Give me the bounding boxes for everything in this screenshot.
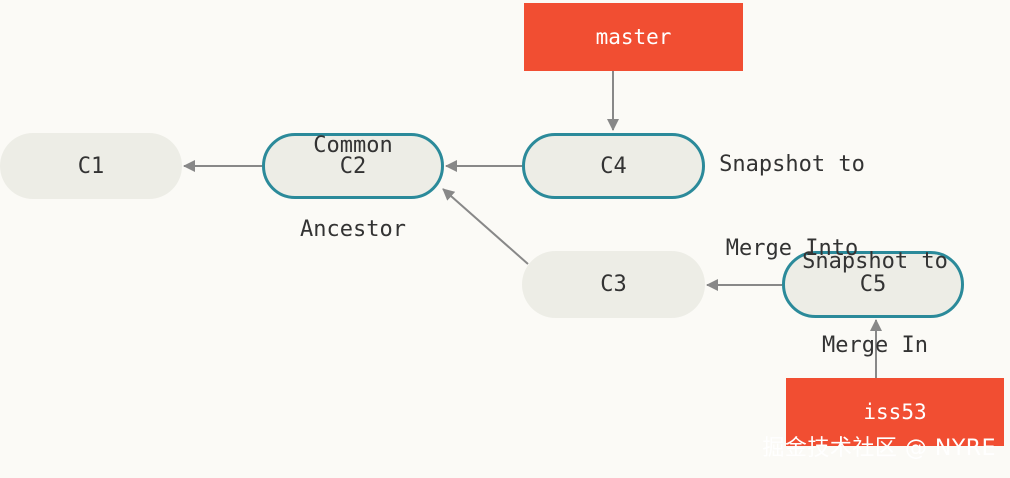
commit-c4: C4 <box>522 133 705 199</box>
branch-master: master <box>524 3 743 71</box>
branch-iss53: iss53 <box>786 378 1004 446</box>
branch-iss53-label: iss53 <box>863 400 927 424</box>
commit-c3: C3 <box>522 251 705 318</box>
commit-c2: C2 <box>262 133 444 199</box>
commit-c1-label: C1 <box>77 153 105 179</box>
label-snapshot-merge-in: Snapshot to Merge In <box>780 192 970 416</box>
label-common-ancestor: Common Ancestor <box>272 76 434 300</box>
label-snapshot-merge-into: Snapshot to Merge Into <box>700 95 884 319</box>
label-snapshot-merge-into-line1: Snapshot to <box>719 152 865 177</box>
commit-c5: C5 <box>782 251 964 318</box>
arrow-c3-to-c2 <box>442 188 529 265</box>
label-common-ancestor-line2: Ancestor <box>300 217 406 242</box>
label-snapshot-merge-into-line2: Merge Into <box>725 236 859 261</box>
label-common-ancestor-line1: Common <box>313 133 393 158</box>
commit-c4-label: C4 <box>600 153 627 179</box>
commit-c2-label: C2 <box>339 153 367 179</box>
watermark: 掘金技术社区 @ NYRE <box>762 436 996 461</box>
commit-c5-label: C5 <box>859 272 887 297</box>
label-snapshot-merge-in-line2: Merge In <box>822 333 928 358</box>
commit-c1: C1 <box>0 133 182 199</box>
commit-c3-label: C3 <box>600 272 627 297</box>
branch-master-label: master <box>595 25 672 49</box>
label-snapshot-merge-in-line1: Snapshot to <box>802 249 948 274</box>
